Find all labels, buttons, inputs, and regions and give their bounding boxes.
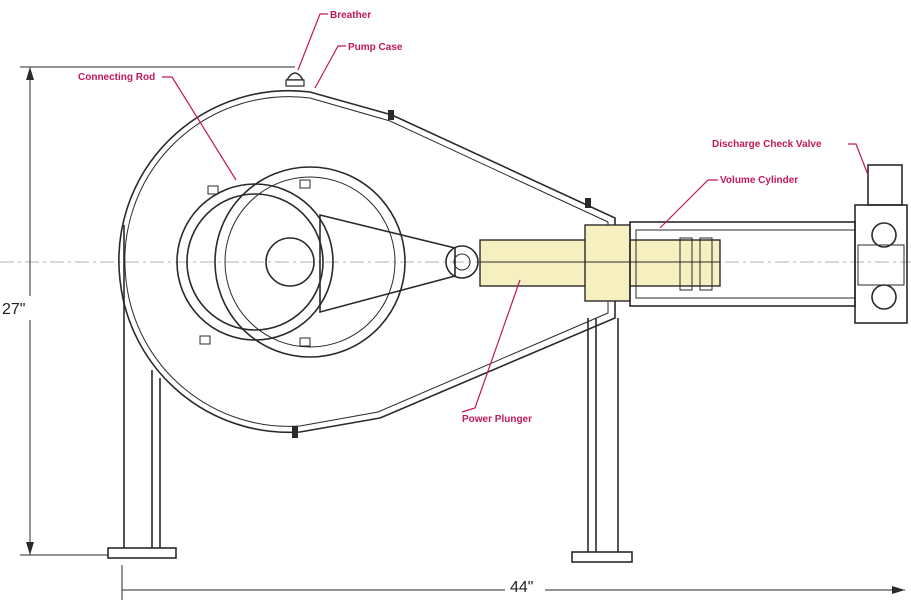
case-bolt [585, 198, 591, 208]
label-breather: Breather [330, 10, 371, 21]
leader-discharge-check-valve [848, 143, 869, 176]
rod-bolt [299, 179, 311, 189]
label-power-plunger: Power Plunger [462, 414, 532, 425]
leader-pump-case [314, 45, 346, 89]
crank-pin [265, 237, 315, 287]
wrist-pin [453, 253, 471, 271]
pump-case-inner [124, 96, 609, 427]
breather-base [285, 79, 305, 87]
suction-valve-ball [871, 284, 897, 310]
width-label-bg [505, 578, 545, 592]
leader-power-plunger [461, 279, 521, 413]
label-discharge-check-valve: Discharge Check Valve [712, 139, 822, 150]
arrow-down [26, 542, 34, 555]
rod-bearing [186, 193, 324, 331]
arrow-up [26, 67, 34, 80]
rod-big-end [176, 183, 334, 341]
cylinder-seal [699, 237, 713, 291]
leader-breather [297, 13, 328, 71]
cylinder-seal [679, 237, 693, 291]
plunger-gland [584, 224, 631, 302]
rod-bolt [207, 185, 219, 195]
rod-bolt [299, 337, 311, 347]
discharge-check-valve [867, 164, 903, 206]
label-pump-case: Pump Case [348, 42, 403, 53]
valve-chamber [857, 244, 905, 286]
height-label-bg [0, 296, 44, 320]
right-foot [571, 551, 633, 563]
wrist-pin-housing [445, 245, 479, 279]
label-volume-cylinder: Volume Cylinder [720, 175, 798, 186]
width-dimension: 44" [510, 579, 533, 596]
leader-volume-cylinder [659, 179, 718, 229]
crank-disk-inner [224, 176, 396, 348]
case-bolt [292, 426, 298, 438]
breather-cap [285, 72, 305, 81]
check-valve-ball [871, 222, 897, 248]
case-bolt [388, 110, 394, 120]
leader-connecting-rod [162, 76, 237, 181]
height-dimension: 27" [2, 301, 25, 318]
pump-case-outline [118, 89, 616, 434]
left-foot [107, 547, 177, 559]
label-connecting-rod: Connecting Rod [78, 72, 155, 83]
rod-bolt [199, 335, 211, 345]
crank-disk [214, 166, 406, 358]
arrow-right [892, 586, 905, 594]
